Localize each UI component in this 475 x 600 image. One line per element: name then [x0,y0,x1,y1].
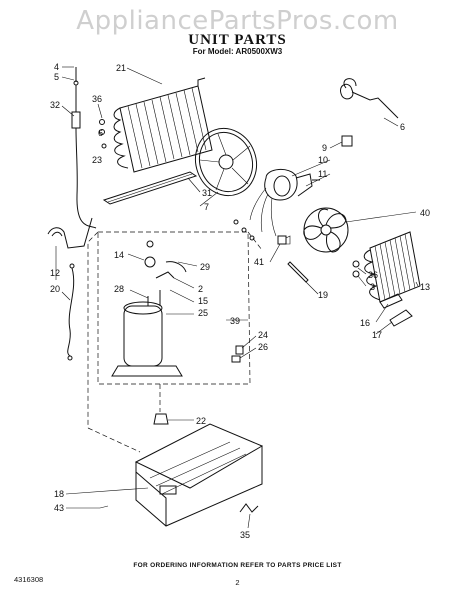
fan-blade-part [303,207,349,253]
page-number: 2 [235,578,240,587]
callout-18: 18 [54,489,64,499]
callout-36-left: 36 [92,94,102,104]
callout-35: 35 [240,530,250,540]
tube-12-part [47,217,93,249]
grommet-22-part [153,413,169,425]
callout-13: 13 [420,282,430,292]
callout-21: 21 [116,63,126,73]
model-line: For Model: AR0500XW3 [192,47,283,56]
callout-20: 20 [50,284,60,294]
callout-39: 39 [230,316,240,326]
callout-19: 19 [318,290,328,300]
callout-36-right: 36 [368,270,378,280]
callout-11: 11 [318,169,327,179]
callout-32: 32 [50,100,60,110]
callout-6-left: 6 [98,128,103,138]
callout-6-right: 6 [400,122,405,132]
callout-labels: 4 5 21 32 36 6 23 6 9 10 11 31 7 40 12 2… [50,62,430,540]
clip-41-part [277,235,291,245]
blower-wheel-part [195,127,257,197]
callout-29: 29 [200,262,210,272]
leader-lines [55,66,419,529]
callout-12: 12 [50,268,60,278]
callout-5: 5 [54,72,59,82]
callout-23: 23 [92,155,102,165]
assembly-link-line-2 [87,427,141,453]
copper-tube-part [340,78,399,119]
callout-40: 40 [420,208,430,218]
watermark: AppliancePartsPros.com [76,6,399,36]
callout-31: 31 [202,188,212,198]
callout-43: 43 [54,503,64,513]
spring-35-part [239,503,259,513]
callout-9: 9 [322,143,327,153]
callout-26: 26 [258,342,268,352]
callout-2: 2 [198,284,203,294]
callout-14: 14 [114,250,124,260]
bracket-16-17-part [379,293,413,327]
callout-16: 16 [360,318,370,328]
compressor-part [111,240,244,377]
shaft-part [287,261,309,283]
callout-28: 28 [114,284,124,294]
callout-3: 3 [370,282,375,292]
harness-20-part [67,263,75,361]
document-number: 4316308 [14,575,44,584]
callout-10: 10 [318,155,328,165]
callout-24: 24 [258,330,268,340]
callout-15: 15 [198,296,208,306]
condenser-coil-part [113,77,213,173]
base-pan-part [134,423,264,527]
callout-4: 4 [54,62,59,72]
callout-17: 17 [372,330,382,340]
thermostat-bulb-part [71,67,97,229]
callout-41: 41 [254,257,264,267]
callout-22: 22 [196,416,206,426]
ordering-note: FOR ORDERING INFORMATION REFER TO PARTS … [133,562,342,569]
fan-motor-part [233,135,353,241]
callout-25: 25 [198,308,208,318]
compressor-assembly-box [87,231,263,428]
insulation-strip-part [102,171,198,205]
page-title: UNIT PARTS [188,32,287,48]
evaporator-coil-part [352,231,421,303]
callout-7: 7 [204,202,209,212]
screws-left-part [99,119,107,149]
